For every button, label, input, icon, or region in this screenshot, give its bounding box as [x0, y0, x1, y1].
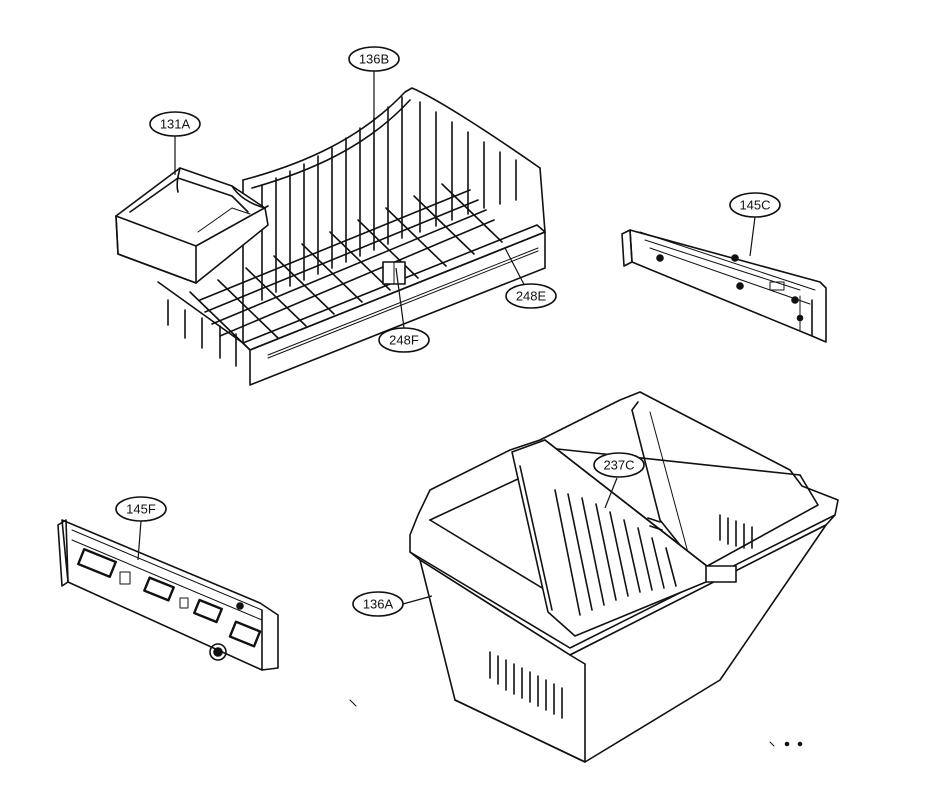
callout-label-136b: 136B [359, 52, 389, 67]
callout-248e: 248E [505, 283, 557, 309]
callout-label-136a: 136A [363, 597, 394, 612]
callout-145c: 145C [729, 192, 781, 218]
callout-label-248f: 248F [389, 333, 419, 348]
rail-145c [621, 229, 827, 343]
callout-label-237c: 237C [603, 458, 634, 473]
callout-237c: 237C [593, 452, 645, 478]
callout-136a: 136A [352, 591, 404, 617]
large-bin-136a [409, 391, 839, 763]
callout-label-131a: 131A [160, 117, 191, 132]
callout-label-248e: 248E [516, 289, 547, 304]
callout-248f: 248F [378, 327, 430, 353]
small-bin-131a [115, 167, 269, 284]
callout-label-145f: 145F [126, 502, 156, 517]
callout-label-145c: 145C [739, 198, 770, 213]
wire-basket-136b [157, 87, 546, 386]
rail-145f [57, 519, 279, 671]
callout-145f: 145F [115, 496, 167, 522]
callout-131a: 131A [149, 111, 201, 137]
callout-136b: 136B [348, 46, 400, 72]
stray-marks [349, 699, 803, 747]
